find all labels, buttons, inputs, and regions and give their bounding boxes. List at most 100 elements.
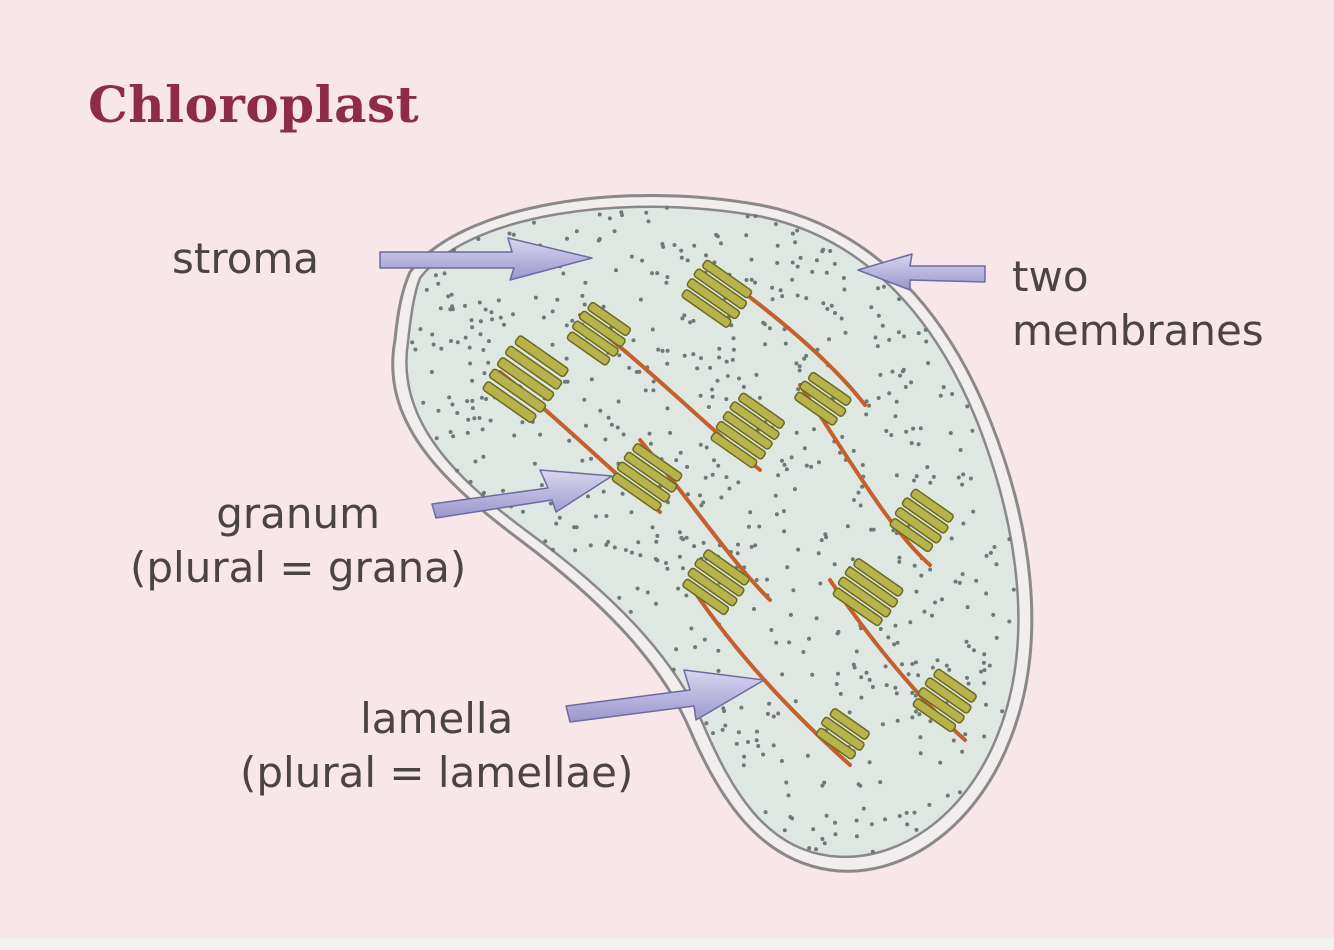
stroma-dot <box>922 609 927 614</box>
stroma-dot <box>572 525 577 530</box>
stroma-dot <box>455 468 460 473</box>
stroma-dot <box>736 480 741 485</box>
stroma-dot <box>470 325 475 330</box>
stroma-dot <box>594 514 598 519</box>
stroma-dot <box>744 278 749 282</box>
stroma-dot <box>960 749 965 754</box>
stroma-dot <box>880 722 885 727</box>
stroma-dot <box>561 271 566 276</box>
stroma-dot <box>685 258 690 263</box>
stroma-dot <box>682 313 687 318</box>
stroma-dot <box>654 539 659 544</box>
stroma-dot <box>532 220 536 225</box>
stroma-dot <box>918 751 923 756</box>
stroma-dot <box>447 395 452 400</box>
stroma-dot <box>719 495 724 500</box>
stroma-dot <box>908 620 913 625</box>
stroma-dot <box>629 550 634 555</box>
stroma-dot <box>796 387 801 392</box>
stroma-dot <box>840 434 845 439</box>
stroma-dot <box>785 565 790 570</box>
stroma-dot <box>477 300 482 305</box>
stroma-dot <box>964 639 969 644</box>
stroma-dot <box>693 645 698 650</box>
stroma-dot <box>650 525 655 530</box>
stroma-dot <box>1000 709 1005 714</box>
stroma-dot <box>820 837 825 841</box>
stroma-dot <box>730 357 735 362</box>
two-membranes-label-line1: two <box>1012 252 1089 301</box>
stroma-dot <box>482 371 487 376</box>
stroma-dot <box>897 814 902 818</box>
stroma-dot <box>470 378 475 383</box>
stroma-dot <box>850 557 855 562</box>
stroma-dot <box>678 450 683 455</box>
stroma-dot <box>717 346 722 351</box>
stroma-dot <box>914 709 918 714</box>
stroma-dot <box>869 305 874 310</box>
stroma-dot <box>677 530 682 535</box>
stroma-dot <box>912 563 917 568</box>
stroma-dot <box>802 446 807 451</box>
stroma-dot <box>847 710 852 715</box>
granum <box>710 392 785 469</box>
stroma-dot <box>779 759 784 763</box>
stroma-dot <box>486 360 491 365</box>
stroma-dot <box>753 280 757 285</box>
stroma-dot <box>822 780 827 785</box>
stroma-dot <box>655 533 660 538</box>
stroma-dot <box>455 340 460 345</box>
stroma-dot <box>606 415 611 420</box>
stroma-dot <box>716 648 721 653</box>
stroma-dot <box>745 214 750 219</box>
stroma-dot <box>455 411 460 415</box>
stroma-dot <box>784 780 789 785</box>
stroma-dot <box>824 270 829 275</box>
stroma-dot <box>804 353 809 358</box>
stroma-dot <box>664 561 668 565</box>
stroma-dot <box>623 548 628 552</box>
stroma-dot <box>858 783 863 788</box>
stroma-dot <box>665 205 669 210</box>
stroma-dot <box>754 738 759 743</box>
stroma-dot <box>774 640 779 645</box>
slide-title: Chloroplast <box>88 75 420 134</box>
stroma-dot <box>851 448 856 453</box>
stroma-dot <box>660 348 665 353</box>
stroma-dot <box>782 529 787 534</box>
stroma-dot <box>982 668 987 673</box>
stroma-dot <box>478 332 483 337</box>
stroma-dot <box>756 744 761 748</box>
stroma-dot <box>961 472 966 477</box>
stroma-dot <box>804 463 809 468</box>
stroma-dot <box>468 361 473 366</box>
stroma-dot <box>746 524 751 529</box>
stroma-dot <box>854 818 859 823</box>
stroma-dot <box>754 578 759 582</box>
stroma-dot <box>699 503 704 508</box>
stroma-dot <box>913 660 918 665</box>
stroma-dot <box>483 307 488 312</box>
stroma-dot <box>651 388 656 393</box>
stroma-dot <box>473 459 478 464</box>
stroma-dot <box>436 281 441 286</box>
stroma-dot <box>479 395 484 400</box>
stroma-dot <box>588 543 593 548</box>
stroma-dot <box>708 365 713 370</box>
stroma-dot <box>640 258 645 263</box>
stroma-dot <box>841 276 846 280</box>
stroma-dot <box>433 273 438 278</box>
stroma-dot <box>654 601 658 606</box>
stroma-dot <box>753 214 758 219</box>
granum-arrow <box>431 469 613 519</box>
stroma-dot <box>481 348 486 352</box>
stroma-dot <box>935 658 940 663</box>
stroma-dot <box>512 433 517 438</box>
stroma-dot <box>832 562 837 567</box>
granum <box>912 668 977 733</box>
stroma-dot <box>672 243 677 247</box>
stroma-dot <box>410 340 415 345</box>
stroma-dot <box>789 455 794 460</box>
stroma-dot <box>790 260 795 265</box>
